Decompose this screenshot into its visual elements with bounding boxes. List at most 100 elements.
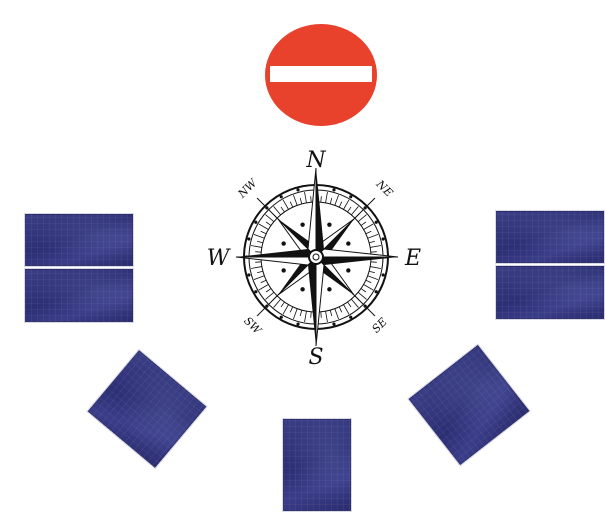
compass-tick [371,262,377,263]
compass-label-sw: SW [241,314,265,338]
compass-tick [255,252,261,253]
compass-tick [254,276,264,280]
compass-dot [247,273,250,276]
compass-tick [311,312,312,318]
compass-tick [311,196,312,202]
compass-dot [382,237,385,240]
compass-tick [371,252,377,253]
compass-tick [255,262,261,263]
compass-label-ne: NE [373,177,395,199]
compass-tick [274,299,281,307]
compass-tick [348,207,351,212]
compass-label-n: N [305,148,326,173]
compass-tick [369,241,375,243]
compass-tick [368,276,378,280]
compass-dot [332,188,335,191]
compass-dot [280,195,283,198]
compass-tick [321,196,322,202]
compass-tick [300,310,302,316]
solar-panel-south [282,418,352,512]
compass-tick [339,202,342,207]
compass-tick [259,285,269,291]
compass-tick [265,215,273,222]
compass-inner-dot [300,222,304,226]
compass-tick [351,206,358,214]
compass-dot [375,221,378,224]
compass-inner-dot [327,222,331,226]
compass-tick [254,234,264,238]
compass-tick [326,192,328,203]
solar-panel-southwest [86,349,208,470]
compass-tick [305,192,307,203]
compass-tick [344,305,350,315]
compass-tick [266,289,271,292]
compass-label-nw: NW [235,175,261,201]
compass-tick [364,285,374,291]
compass-dot [280,316,283,319]
compass-tick [335,309,339,319]
compass-tick [364,224,374,230]
compass-tick [358,215,366,222]
solar-panel-west-lower [24,268,134,323]
compass-tick [348,302,351,307]
compass-dot [296,323,299,326]
compass-dot [375,290,378,293]
compass-tick [274,206,281,214]
compass-tick [321,312,322,318]
compass-dot [382,273,385,276]
compass-tick [283,305,289,315]
compass-tick [369,271,375,273]
compass-tick [251,246,262,248]
compass-dot [247,237,250,240]
compass-tick [261,280,266,283]
compass-tick [259,224,269,230]
compass-dot [296,188,299,191]
compass-tick [251,267,262,269]
compass-tick [257,241,263,243]
compass-tick [281,302,284,307]
compass-tick [335,195,339,205]
compass-tick [366,280,371,283]
compass-dot [332,323,335,326]
compass-tick [257,271,263,273]
compass-inner-dot [300,287,304,291]
solar-panel-east-upper [495,210,605,264]
compass-tick [266,222,271,225]
compass-tick [344,200,350,210]
compass-tick [370,267,381,269]
compass-tick [293,309,297,319]
compass-label-s: S [308,345,323,370]
compass-tick [361,222,366,225]
no-entry-sign-icon [262,22,380,128]
compass-tick [351,299,358,307]
compass-inner-dot [281,241,285,245]
compass-tick [339,307,342,312]
compass-tick [370,246,381,248]
compass-dot [254,221,257,224]
compass-inner-dot [281,268,285,272]
compass-tick [366,231,371,234]
compass-tick [330,310,332,316]
compass-tick [305,311,307,322]
compass-label-se: SE [369,315,389,335]
solar-panel-west-upper [24,213,134,267]
compass-tick [300,198,302,204]
compass-label-e: E [404,246,421,271]
compass-tick [283,200,289,210]
compass-dot [349,195,352,198]
compass-inner-dot [327,287,331,291]
compass-inner-dot [346,268,350,272]
compass-tick [361,289,366,292]
compass-tick [261,231,266,234]
compass-tick [358,292,366,299]
compass-dot [254,290,257,293]
compass-dot [349,316,352,319]
compass-tick [326,311,328,322]
compass-inner-dot [346,241,350,245]
compass-tick [293,195,297,205]
compass-tick [290,202,293,207]
compass-label-w: W [207,246,232,271]
compass-tick [290,307,293,312]
solar-panel-east-lower [495,265,605,320]
